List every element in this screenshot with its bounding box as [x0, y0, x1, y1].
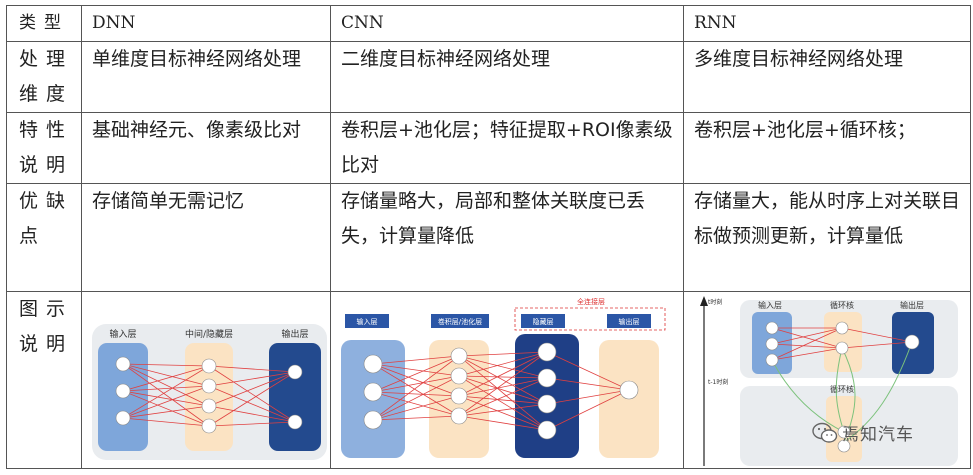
row-label: 处理维度 — [6, 41, 82, 114]
header-rnn: RNN — [683, 4, 971, 43]
dnn-connections — [122, 363, 296, 426]
cell-cnn-text: 卷积层+池化层；特征提取+ROI像素级比对 — [341, 119, 673, 177]
cell-rnn-text: 存储量大，能从时序上对关联目标做预测更新，计算量低 — [694, 190, 961, 248]
row-dimension: 处理维度 单维度目标神经网络处理 二维度目标神经网络处理 多维度目标神经网络处理 — [6, 41, 971, 114]
cell-cnn-text: 存储量略大，局部和整体关联度已丢失，计算量降低 — [341, 190, 646, 248]
cell-dnn: 存储简单无需记忆 — [81, 183, 331, 292]
cell-dnn-text: 存储简单无需记忆 — [92, 190, 245, 213]
rnn-nodes — [765, 321, 920, 452]
cell-rnn: 存储量大，能从时序上对关联目标做预测更新，计算量低 — [683, 183, 971, 292]
wechat-icon — [812, 422, 838, 443]
header-cnn-text: CNN — [341, 13, 384, 33]
dnn-nodes — [115, 356, 303, 433]
header-type-text: 类型 — [19, 13, 69, 33]
dnn-output-label: 输出层 — [281, 328, 308, 340]
cell-dnn: 基础神经元、像素级比对 — [81, 112, 331, 185]
watermark: 焉知汽车 — [812, 420, 914, 445]
rnn-recurrent-links — [771, 341, 913, 442]
cell-rnn: 卷积层+池化层+循环核； — [683, 112, 971, 185]
rnn-input-label: 输入层 — [758, 300, 782, 310]
row-label: 特性说明 — [6, 112, 82, 185]
cnn-diagram: 全连接层 输入层 卷积层/池化层 隐藏层 输出层 — [341, 297, 666, 458]
cell-cnn-text: 二维度目标神经网络处理 — [341, 48, 551, 71]
cnn-hidden-tag — [521, 313, 565, 328]
comparison-table: 类型 DNN CNN RNN 处理维度 单维度目标神经网络处理 二维度目标神经网… — [6, 4, 971, 470]
rnn-time-top-label: t时刻 — [708, 298, 722, 306]
cnn-input-tag — [345, 313, 389, 328]
cnn-output-tag — [607, 313, 651, 328]
header-dnn-text: DNN — [92, 13, 136, 33]
cell-dnn-text: 单维度目标神经网络处理 — [92, 48, 302, 71]
cell-cnn: 卷积层+池化层；特征提取+ROI像素级比对 — [330, 112, 684, 185]
dnn-hidden-layer — [185, 342, 233, 451]
header-cnn: CNN — [330, 4, 684, 43]
row-label: 图示说明 — [6, 290, 82, 470]
row-label: 优缺点 — [6, 183, 82, 292]
row-label-text: 优缺点 — [19, 190, 74, 248]
dnn-diagram: 输入层 中间/隐藏层 输出层 — [92, 323, 327, 460]
cell-cnn: 二维度目标神经网络处理 — [330, 41, 684, 114]
cnn-hidden-label: 隐藏层 — [533, 317, 554, 326]
row-pros-cons: 优缺点 存储简单无需记忆 存储量略大，局部和整体关联度已丢失，计算量降低 存储量… — [6, 183, 971, 292]
header-type: 类型 — [6, 4, 82, 43]
row-diagram: 图示说明 输入层 中间/隐藏层 输出层 — [6, 290, 971, 470]
row-feature: 特性说明 基础神经元、像素级比对 卷积层+池化层；特征提取+ROI像素级比对 卷… — [6, 112, 971, 185]
rnn-output-label: 输出层 — [900, 300, 924, 310]
cnn-fc-box — [514, 307, 666, 330]
cell-cnn: 存储量略大，局部和整体关联度已丢失，计算量降低 — [330, 183, 684, 292]
header-dnn: DNN — [81, 4, 331, 43]
dnn-hidden-label: 中间/隐藏层 — [185, 328, 233, 340]
header-rnn-text: RNN — [694, 13, 737, 33]
dnn-input-label: 输入层 — [109, 328, 136, 340]
rnn-axis-arrow-icon — [700, 295, 708, 306]
rnn-loop-label: 循环核 — [830, 300, 854, 310]
cell-rnn-text: 卷积层+池化层+循环核； — [694, 119, 916, 142]
cnn-output-label: 输出层 — [619, 317, 640, 326]
cell-cnn-figure: 全连接层 输入层 卷积层/池化层 隐藏层 输出层 — [330, 290, 684, 470]
row-label-text: 图示说明 — [19, 297, 74, 355]
cnn-connections — [372, 351, 630, 430]
dnn-output-layer — [269, 342, 321, 451]
header-row: 类型 DNN CNN RNN — [6, 4, 971, 43]
watermark-text: 焉知汽车 — [842, 425, 914, 445]
cell-dnn: 单维度目标神经网络处理 — [81, 41, 331, 114]
rnn-connections — [771, 327, 913, 360]
rnn-time-mid-label: t-1时刻 — [708, 378, 728, 386]
row-label-text: 特性说明 — [19, 119, 74, 177]
cell-rnn-figure: t时刻 t-1时刻 输入层 循环核 输出层 循环核 — [683, 290, 971, 470]
row-label-text: 处理维度 — [19, 48, 74, 106]
cnn-input-label: 输入层 — [357, 317, 378, 326]
rnn-diagram: t时刻 t-1时刻 输入层 循环核 输出层 循环核 — [700, 295, 958, 466]
rnn-loop2-label: 循环核 — [830, 384, 854, 394]
cnn-nodes — [363, 342, 639, 439]
cell-rnn: 多维度目标神经网络处理 — [683, 41, 971, 114]
cnn-conv-tag — [431, 313, 489, 328]
cell-rnn-text: 多维度目标神经网络处理 — [694, 48, 904, 71]
cell-dnn-figure: 输入层 中间/隐藏层 输出层 — [81, 290, 331, 470]
cell-dnn-text: 基础神经元、像素级比对 — [92, 119, 302, 142]
cnn-fc-title: 全连接层 — [577, 297, 605, 306]
cnn-conv-label: 卷积层/池化层 — [438, 317, 482, 326]
